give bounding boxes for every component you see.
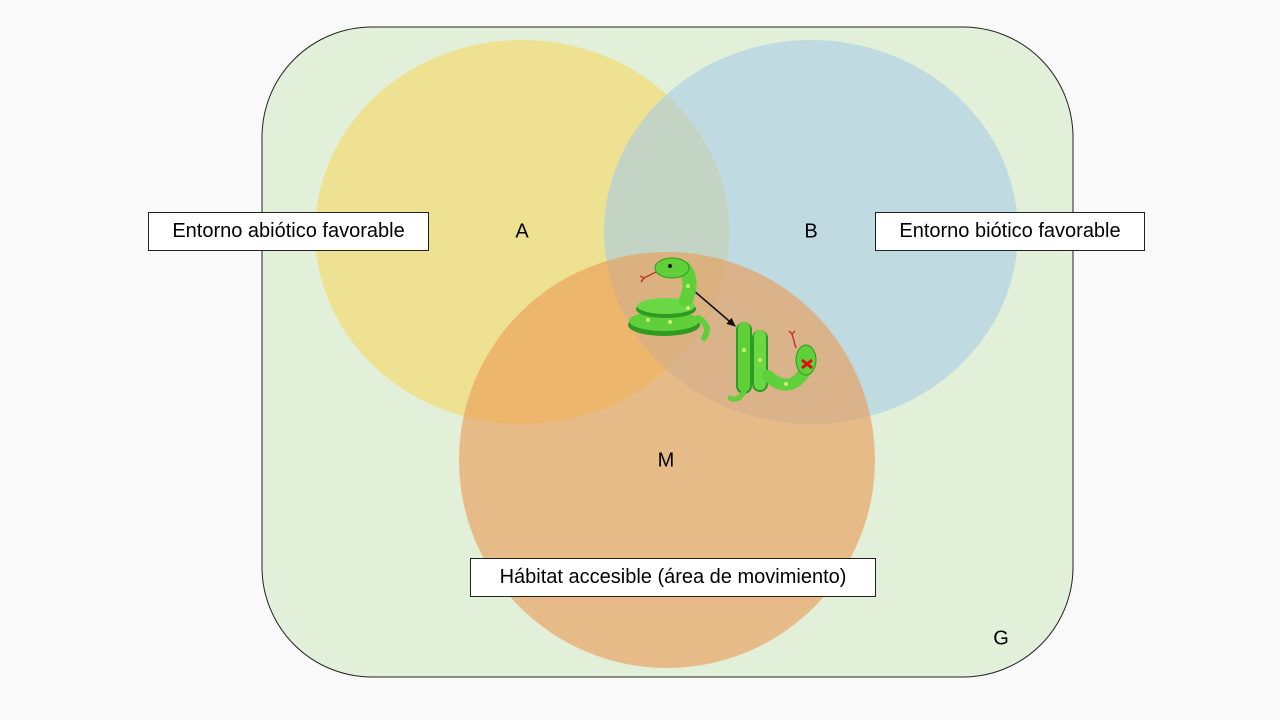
- set-m-letter: M: [657, 449, 675, 472]
- set-a-description-box: Entorno abiótico favorable: [148, 212, 429, 251]
- set-b-letter: B: [804, 220, 818, 243]
- set-m-description: Hábitat accesible (área de movimiento): [499, 566, 847, 588]
- arrow-icon: [692, 289, 736, 327]
- set-a-letter: A: [515, 220, 529, 243]
- dead-snake-icon: [727, 322, 817, 402]
- universe-g-letter: G: [993, 627, 1009, 650]
- set-m-description-box: Hábitat accesible (área de movimiento): [470, 558, 876, 597]
- snake-icon: [628, 257, 710, 341]
- set-a-description: Entorno abiótico favorable: [172, 220, 405, 242]
- set-b-description-box: Entorno biótico favorable: [875, 212, 1145, 251]
- set-b-description: Entorno biótico favorable: [899, 220, 1121, 242]
